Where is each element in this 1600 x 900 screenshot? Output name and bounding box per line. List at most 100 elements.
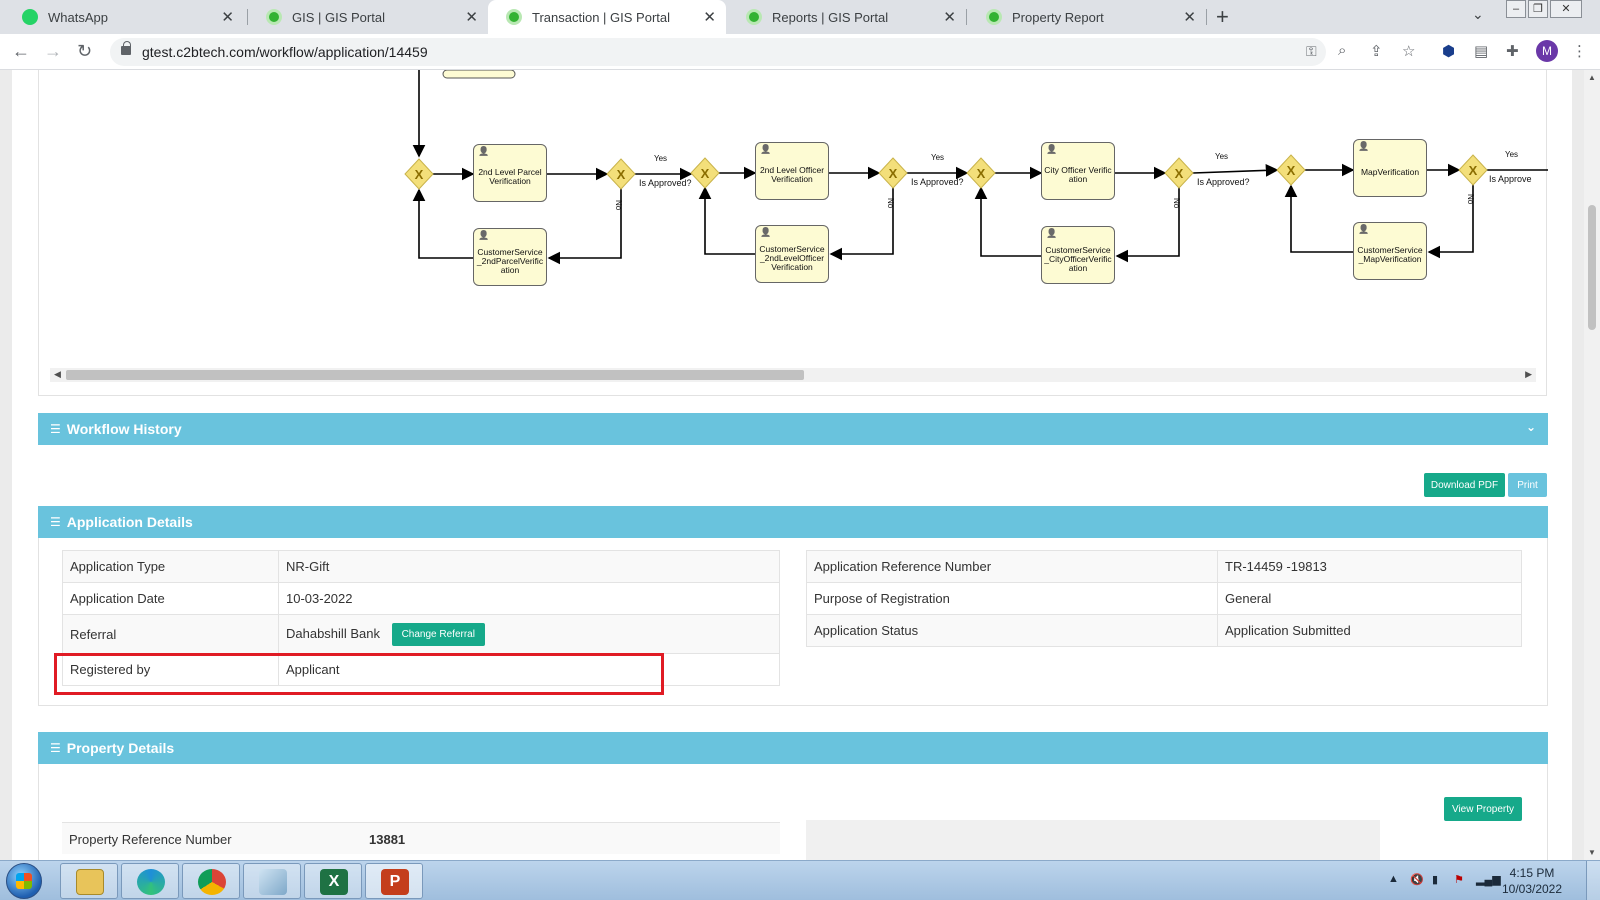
application-details-header[interactable]: ☰ Application Details: [38, 506, 1548, 538]
forward-arrow-icon[interactable]: →: [44, 41, 62, 61]
restore-icon[interactable]: ❐: [1528, 0, 1548, 18]
close-icon[interactable]: ✕: [943, 9, 956, 26]
gateway[interactable]: X: [1458, 154, 1488, 186]
close-icon[interactable]: ✕: [465, 9, 478, 26]
diagram-horizontal-scrollbar[interactable]: ◀ ▶: [50, 368, 1536, 382]
tab-divider: [247, 9, 248, 25]
taskbar-edge[interactable]: [121, 863, 179, 899]
share-icon[interactable]: ⇪: [1370, 43, 1383, 60]
chevron-down-icon[interactable]: ⌄: [1472, 6, 1484, 22]
page-vertical-scrollbar[interactable]: ▲ ▼: [1584, 70, 1600, 860]
scrollbar-thumb[interactable]: [1588, 205, 1596, 330]
taskbar-editor[interactable]: [243, 863, 301, 899]
svg-text:X: X: [701, 166, 710, 181]
flow-line: [547, 188, 622, 265]
extensions-puzzle-icon[interactable]: ✚: [1506, 43, 1519, 60]
bookmark-star-icon[interactable]: ☆: [1402, 43, 1416, 60]
gateway[interactable]: X: [404, 158, 434, 190]
tray-expand-icon[interactable]: ▲: [1388, 873, 1399, 885]
gateway[interactable]: X: [690, 157, 720, 189]
battery-icon[interactable]: ▮: [1432, 874, 1439, 886]
signal-icon[interactable]: ▂▄▆: [1476, 874, 1501, 886]
gateway[interactable]: X: [966, 157, 996, 189]
zoom-icon[interactable]: ⌕: [1338, 42, 1347, 59]
tab-reports[interactable]: Reports | GIS Portal ✕: [728, 0, 966, 34]
task-node-cs-city-officer-verification[interactable]: 👤CustomerService_CityOfficerVerification: [1041, 226, 1115, 284]
scroll-up-arrow-icon[interactable]: ▲: [1588, 73, 1596, 82]
volume-muted-icon[interactable]: 🔇: [1410, 874, 1424, 886]
bpmn-diagram-svg: X X X X X X X X Yes Yes Yes Yes Is Appro…: [404, 70, 1548, 265]
system-clock[interactable]: 4:15 PM 10/03/2022: [1492, 865, 1572, 897]
clock-date: 10/03/2022: [1501, 882, 1563, 896]
task-node-2nd-level-parcel-verification[interactable]: 👤2nd Level Parcel Verification: [473, 144, 547, 202]
taskbar-powerpoint[interactable]: P: [365, 863, 423, 899]
scroll-left-arrow-icon[interactable]: ◀: [54, 369, 61, 379]
folder-icon: [76, 869, 104, 895]
taskbar-file-explorer[interactable]: [60, 863, 118, 899]
back-arrow-icon[interactable]: ←: [12, 41, 30, 61]
taskbar-excel[interactable]: X: [304, 863, 362, 899]
change-referral-button[interactable]: Change Referral: [391, 622, 485, 646]
show-desktop-button[interactable]: [1586, 861, 1600, 900]
svg-text:X: X: [1287, 163, 1296, 178]
property-map-placeholder: [806, 820, 1380, 860]
close-icon[interactable]: ✕: [221, 9, 234, 26]
task-node-cs-2nd-level-officer-verification[interactable]: 👤CustomerService_2ndLevelOfficerVerifica…: [755, 225, 829, 283]
task-node-city-officer-verification[interactable]: 👤City Officer Verification: [1041, 142, 1115, 200]
registered-by-highlight: [54, 653, 664, 695]
browser-tab-strip: WhatsApp ✕ GIS | GIS Portal ✕ Transactio…: [0, 0, 1600, 34]
gateway[interactable]: X: [878, 157, 908, 189]
tab-transaction[interactable]: Transaction | GIS Portal ✕: [488, 0, 726, 34]
user-task-icon: 👤: [478, 146, 490, 156]
close-window-icon[interactable]: ✕: [1550, 0, 1582, 18]
yes-label: Yes: [931, 153, 944, 162]
close-icon[interactable]: ✕: [1183, 9, 1196, 26]
row-label: Application Status: [806, 614, 1218, 647]
close-icon[interactable]: ✕: [703, 9, 716, 26]
task-node-cs-2nd-parcel-verification[interactable]: 👤CustomerService_2ndParcelVerification: [473, 228, 547, 286]
excel-icon: X: [320, 869, 348, 895]
tab-whatsapp[interactable]: WhatsApp ✕: [4, 0, 244, 34]
extension-shield-icon[interactable]: ⬢: [1442, 43, 1456, 60]
kebab-menu-icon[interactable]: ⋮: [1572, 43, 1587, 60]
address-bar[interactable]: gtest.c2btech.com/workflow/application/1…: [110, 38, 1326, 66]
view-property-button[interactable]: View Property: [1444, 797, 1522, 821]
task-node-top[interactable]: [442, 70, 516, 79]
scroll-down-arrow-icon[interactable]: ▼: [1588, 848, 1596, 857]
profile-avatar[interactable]: M: [1536, 40, 1558, 62]
task-node-cs-map-verification[interactable]: 👤CustomerService_MapVerification: [1353, 222, 1427, 280]
gateway[interactable]: X: [1276, 154, 1306, 186]
start-button[interactable]: [6, 863, 42, 899]
reload-icon[interactable]: ↻: [77, 41, 93, 61]
network-error-icon[interactable]: ⚑: [1454, 874, 1464, 886]
user-task-icon: 👤: [760, 227, 772, 237]
print-button[interactable]: Print: [1508, 473, 1547, 497]
no-label: No: [1172, 198, 1181, 209]
row-label: Purpose of Registration: [806, 582, 1218, 615]
new-tab-plus-icon[interactable]: +: [1216, 4, 1229, 29]
scrollbar-thumb[interactable]: [66, 370, 804, 380]
user-task-icon: 👤: [1046, 144, 1058, 154]
flow-line: [1115, 187, 1180, 263]
minimize-icon[interactable]: –: [1506, 0, 1526, 18]
workflow-history-header[interactable]: ☰ Workflow History ⌄: [38, 413, 1548, 445]
user-task-icon: 👤: [760, 144, 772, 154]
flow-line: [974, 186, 1041, 257]
download-pdf-button[interactable]: Download PDF: [1424, 473, 1505, 497]
tab-property-report[interactable]: Property Report ✕: [968, 0, 1206, 34]
task-node-2nd-level-officer-verification[interactable]: 👤2nd Level Officer Verification: [755, 142, 829, 200]
extension-clipboard-icon[interactable]: ▤: [1474, 43, 1489, 60]
gateway[interactable]: X: [606, 158, 636, 190]
row-value: General: [1217, 582, 1522, 615]
flow-line: [829, 187, 894, 261]
gateway[interactable]: X: [1164, 157, 1194, 189]
chevron-down-icon[interactable]: ⌄: [1525, 420, 1536, 434]
flow-line: [1192, 164, 1279, 177]
property-details-header[interactable]: ☰ Property Details: [38, 732, 1548, 764]
scroll-right-arrow-icon[interactable]: ▶: [1525, 369, 1532, 379]
row-value: TR-14459 -19813: [1217, 550, 1522, 583]
key-icon[interactable]: ⚿: [1306, 43, 1317, 59]
task-node-map-verification[interactable]: 👤MapVerification: [1353, 139, 1427, 197]
taskbar-chrome[interactable]: [182, 863, 240, 899]
tab-gis-portal[interactable]: GIS | GIS Portal ✕: [248, 0, 488, 34]
